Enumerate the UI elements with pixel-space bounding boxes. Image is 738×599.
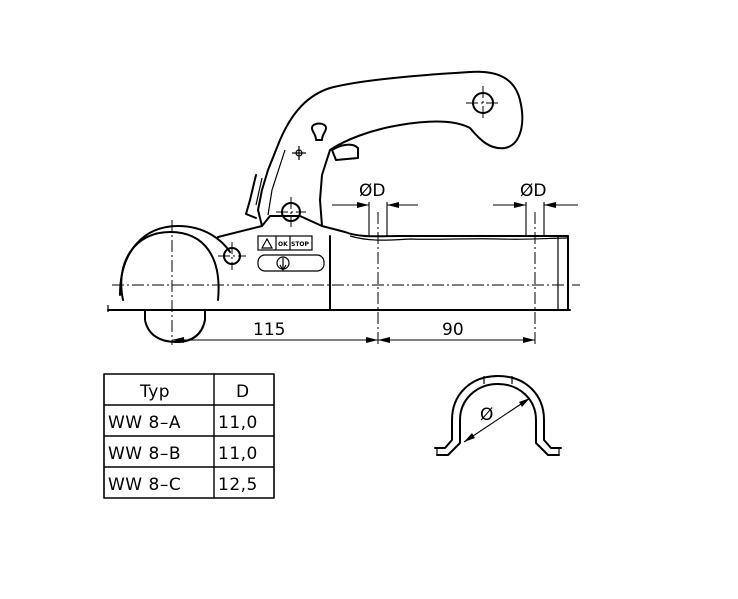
- length-dimensions: 115 90: [172, 320, 535, 343]
- hole-dimension-2: ØD: [493, 181, 578, 236]
- table-row-3-type: WW 8–C: [108, 475, 181, 495]
- table-row-1-type: WW 8–A: [108, 413, 181, 433]
- hole-dimension-1: ØD: [332, 181, 418, 236]
- table-row-3-d: 12,5: [218, 475, 258, 495]
- coupling-body: [107, 215, 580, 345]
- ok-stop-indicator: OK STOP: [257, 235, 325, 272]
- dimension-90: 90: [442, 320, 464, 340]
- section-diameter-label: Ø: [480, 405, 493, 425]
- stop-label: STOP: [291, 241, 310, 248]
- hole-diameter-label-1: ØD: [359, 181, 385, 201]
- hole-diameter-label-2: ØD: [520, 181, 546, 201]
- cross-section: Ø: [434, 375, 562, 456]
- pivot-holes: [218, 86, 500, 270]
- warning-icon: [260, 237, 274, 249]
- dimension-115: 115: [253, 320, 285, 340]
- table-row-2-type: WW 8–B: [108, 444, 181, 464]
- table-row-1-d: 11,0: [218, 413, 258, 433]
- table-row-2-d: 11,0: [218, 444, 258, 464]
- lever-handle: [245, 70, 524, 227]
- type-table: Typ D WW 8–A 11,0 WW 8–B 11,0 WW 8–C 12,…: [103, 373, 275, 499]
- table-header-typ: Typ: [139, 382, 170, 402]
- ok-label: OK: [278, 241, 288, 248]
- table-header-d: D: [236, 382, 250, 402]
